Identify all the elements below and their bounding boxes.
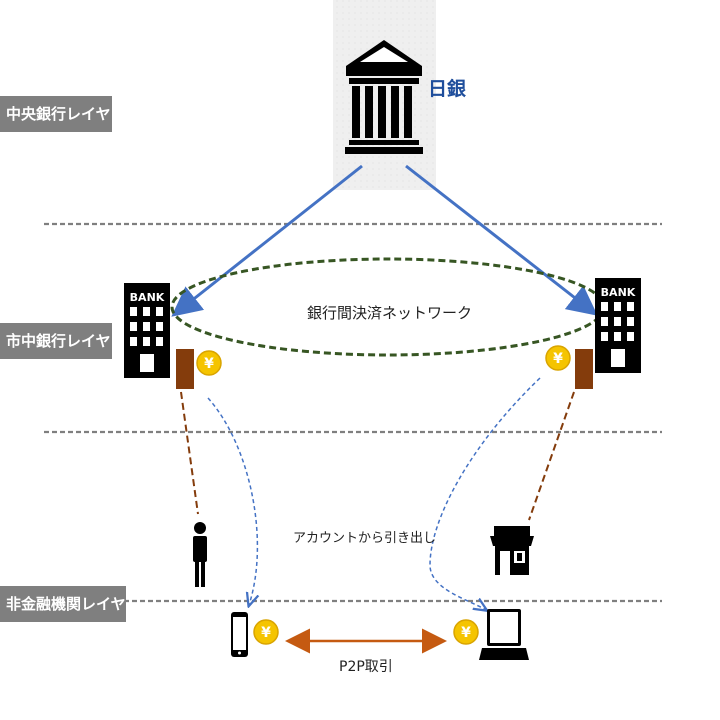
left-bank-sign: BANK bbox=[130, 291, 165, 304]
coin-laptop: ¥ bbox=[453, 619, 479, 645]
layer-label-central: 中央銀行レイヤ bbox=[0, 96, 112, 132]
left-bank-account-box bbox=[176, 349, 194, 389]
left-bank-icon bbox=[124, 283, 170, 378]
central-bank-icon bbox=[345, 40, 423, 154]
layer-label-nonfinancial: 非金融機関レイヤ bbox=[0, 586, 126, 622]
arrow-central-to-right-bank bbox=[405, 164, 598, 316]
right-bank-account-box bbox=[575, 349, 593, 389]
laptop-icon bbox=[479, 609, 529, 660]
coin-right-bank-symbol: ¥ bbox=[553, 351, 563, 367]
interbank-network-label: 銀行間決済ネットワーク bbox=[307, 304, 473, 322]
arrow-central-to-left-bank bbox=[171, 164, 363, 317]
withdraw-label: アカウントから引き出し bbox=[293, 531, 437, 546]
coin-left-bank-symbol: ¥ bbox=[204, 356, 214, 372]
right-bank-sign: BANK bbox=[601, 286, 636, 299]
link-right-account-shop bbox=[528, 391, 575, 521]
withdraw-curve-right bbox=[429, 377, 541, 610]
shop-icon bbox=[490, 526, 534, 575]
coin-phone: ¥ bbox=[253, 619, 279, 645]
coin-left-bank: ¥ bbox=[196, 350, 222, 376]
link-left-account-person bbox=[180, 391, 199, 515]
coin-phone-symbol: ¥ bbox=[261, 625, 271, 641]
withdraw-curve-left bbox=[207, 397, 257, 605]
p2p-label: P2P取引 bbox=[339, 659, 393, 675]
coin-right-bank: ¥ bbox=[545, 345, 571, 371]
central-bank-label: 日銀 bbox=[428, 78, 467, 100]
smartphone-icon bbox=[231, 612, 248, 657]
coin-laptop-symbol: ¥ bbox=[461, 625, 471, 641]
person-icon bbox=[193, 522, 207, 587]
layer-label-commercial: 市中銀行レイヤ bbox=[0, 323, 112, 359]
right-bank-icon bbox=[595, 278, 641, 373]
